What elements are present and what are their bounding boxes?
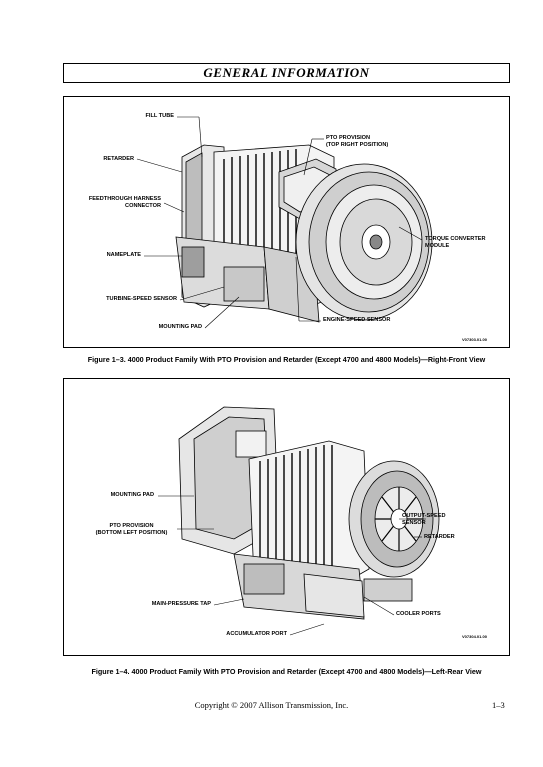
turbine-speed-sensor-label: TURBINE-SPEED SENSOR — [106, 296, 177, 302]
retarder-label: RETARDER — [424, 534, 455, 540]
cooler-ports-label: COOLER PORTS — [396, 611, 441, 617]
header-box: GENERAL INFORMATION — [63, 63, 510, 83]
figure-code: V07303.01.00 — [462, 337, 487, 342]
pto-provision-label: PTO PROVISION (TOP RIGHT POSITION) — [326, 135, 389, 148]
figure-1-right-front-view: FILL TUBE RETARDER FEEDTHROUGH HARNESS C… — [63, 96, 510, 348]
main-pressure-tap-label: MAIN-PRESSURE TAP — [151, 601, 211, 607]
page-title: GENERAL INFORMATION — [203, 65, 370, 80]
feedthrough-harness-connector-label: FEEDTHROUGH HARNESS CONNECTOR — [88, 196, 161, 209]
figure-1-caption: Figure 1–3. 4000 Product Family With PTO… — [87, 355, 486, 364]
pto-provision-label: PTO PROVISION (BOTTOM LEFT POSITION) — [95, 523, 168, 536]
mounting-pad-label: MOUNTING PAD — [110, 492, 154, 498]
copyright-footer: Copyright © 2007 Allison Transmission, I… — [194, 700, 349, 710]
figure-2-caption: Figure 1–4. 4000 Product Family With PTO… — [91, 667, 482, 676]
page-number: 1–3 — [492, 700, 505, 710]
figure-code: V07304.01.00 — [462, 634, 487, 639]
transmission-left-rear-illustration — [158, 406, 440, 636]
engine-speed-sensor-label: ENGINE-SPEED SENSOR — [323, 317, 391, 323]
mounting-pad-label: MOUNTING PAD — [158, 324, 202, 330]
retarder-label: RETARDER — [103, 156, 134, 162]
accumulator-port-label: ACCUMULATOR PORT — [226, 631, 287, 637]
nameplate-label: NAMEPLATE — [106, 252, 141, 258]
figure-2-left-rear-view: MOUNTING PAD PTO PROVISION (BOTTOM LEFT … — [63, 378, 510, 656]
output-speed-sensor-label: OUTPUT-SPEED SENSOR — [402, 513, 446, 526]
torque-converter-module-label: TORQUE CONVERTER MODULE — [425, 236, 486, 249]
fill-tube-label: FILL TUBE — [145, 113, 175, 119]
transmission-right-front-illustration — [136, 116, 433, 329]
